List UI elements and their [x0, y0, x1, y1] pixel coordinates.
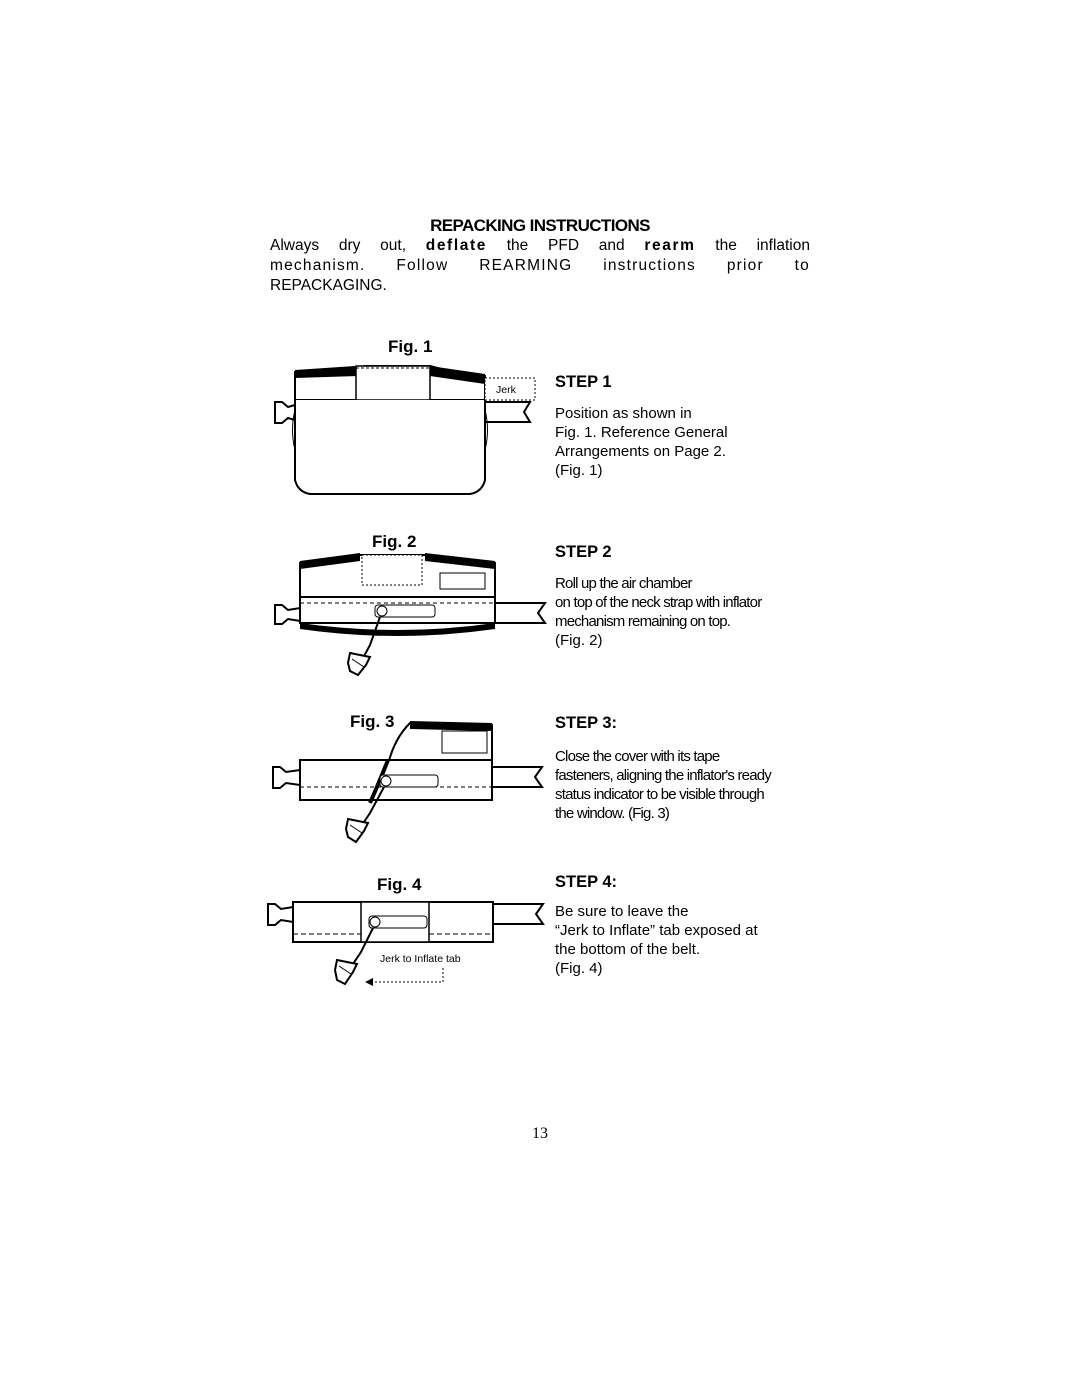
step-3-line: status indicator to be visible through: [555, 786, 765, 803]
intro-emphasis-deflate: deflate: [425, 237, 487, 254]
step-4-line: Be sure to leave the: [555, 903, 689, 920]
step-1-line: (Fig. 1): [555, 462, 603, 479]
intro-text: the inflation: [715, 237, 810, 254]
intro-line-1: Always dry out, deflate the PFD and rear…: [270, 236, 810, 256]
figure-3-illustration: Fig. 3: [272, 712, 544, 844]
figure-1-callout: Jerk: [496, 384, 517, 396]
figure-4-illustration: Fig. 4 Jerk to Inflate tab: [267, 875, 545, 986]
step-4-line: (Fig. 4): [555, 960, 603, 977]
intro-line-2: mechanism. Follow REARMING instructions …: [270, 257, 810, 274]
step-3-line: Close the cover with its tape: [555, 748, 720, 765]
figure-4-label: Fig. 4: [377, 875, 422, 894]
step-2-title: STEP 2: [555, 543, 612, 561]
step-1: STEP 1 Position as shown in Fig. 1. Refe…: [555, 373, 728, 480]
step-3-line: fasteners, aligning the inflator's ready: [555, 767, 772, 784]
step-1-line: Position as shown in: [555, 405, 692, 422]
step-1-line: Fig. 1. Reference General: [555, 424, 728, 441]
step-2-line: on top of the neck strap with inflator: [555, 594, 762, 611]
figure-2-label: Fig. 2: [372, 532, 416, 551]
step-3: STEP 3: Close the cover with its tape fa…: [555, 714, 772, 823]
step-1-title: STEP 1: [555, 373, 612, 391]
figure-4-callout: Jerk to Inflate tab: [380, 953, 461, 965]
intro-text: Always dry out,: [270, 237, 406, 254]
figure-3-label: Fig. 3: [350, 712, 394, 731]
figure-1-illustration: Fig. 1 Jerk: [274, 337, 536, 495]
step-2-line: Roll up the air chamber: [555, 575, 692, 592]
step-2-line: mechanism remaining on top.: [555, 613, 731, 630]
intro-emphasis-rearm: rearm: [644, 237, 696, 254]
step-4-line: the bottom of the belt.: [555, 941, 701, 958]
intro-text: the PFD and: [506, 237, 625, 254]
step-4: STEP 4: Be sure to leave the “Jerk to In…: [555, 873, 758, 978]
step-3-line: the window. (Fig. 3): [555, 805, 670, 822]
intro-line-3: REPACKAGING.: [270, 277, 387, 294]
step-3-title: STEP 3:: [555, 714, 618, 732]
step-2-line: (Fig. 2): [555, 632, 603, 649]
step-4-line: “Jerk to Inflate” tab exposed at: [555, 922, 758, 939]
figure-2-illustration: Fig. 2: [274, 532, 547, 677]
intro-paragraph: Always dry out, deflate the PFD and rear…: [270, 236, 810, 296]
page-number: 13: [532, 1125, 548, 1142]
step-4-title: STEP 4:: [555, 873, 618, 891]
step-1-line: Arrangements on Page 2.: [555, 443, 726, 460]
page-title: REPACKING INSTRUCTIONS: [430, 216, 650, 235]
step-2: STEP 2 Roll up the air chamber on top of…: [555, 543, 762, 650]
figure-1-label: Fig. 1: [388, 337, 432, 356]
